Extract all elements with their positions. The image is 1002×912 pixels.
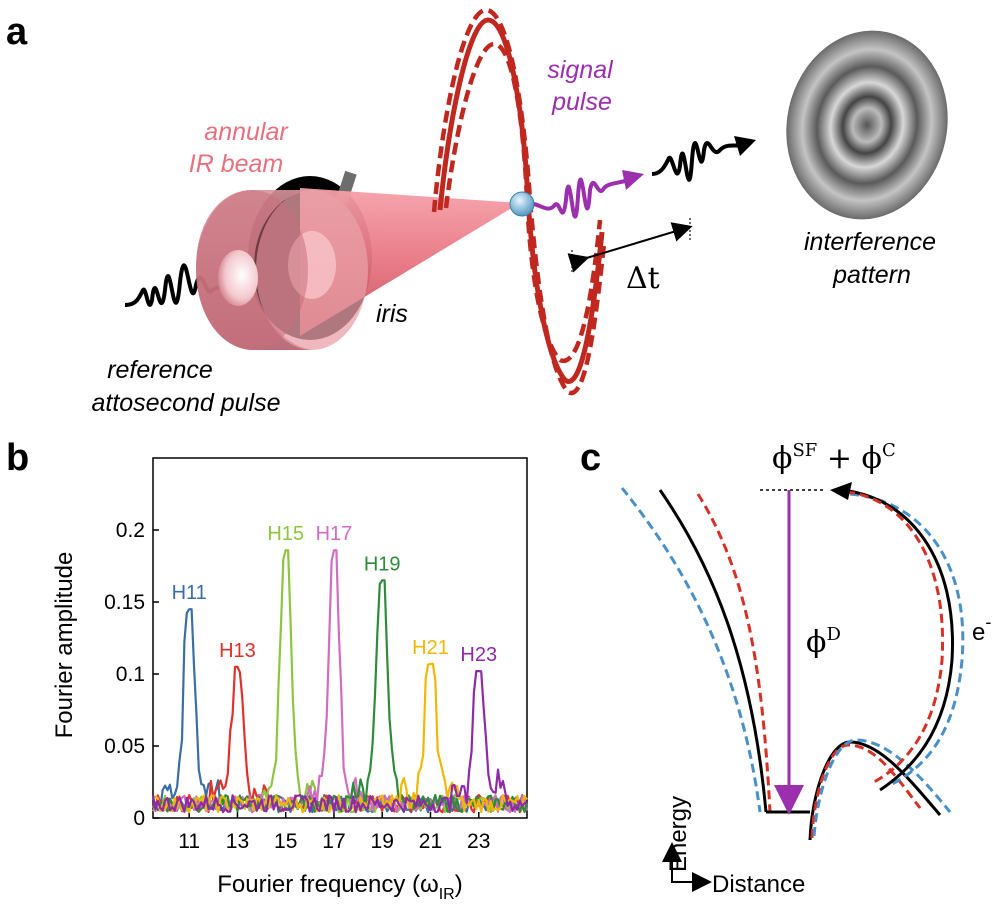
x-axis-label-main: Fourier frequency (ω [217,871,438,898]
series-label-h23: H23 [460,644,497,666]
series-line-h23 [151,669,528,814]
phi-sf-symbol: ϕ [772,441,792,476]
delay-label: Δt [626,261,660,296]
panel-c-letter: c [580,437,601,479]
x-tick-label: 11 [178,830,200,853]
x-axis-label: Fourier frequency (ωIR) [217,871,462,903]
phi-sf-label: ϕSF + ϕC [772,440,896,476]
y-tick-label: 0 [133,807,145,830]
x-tick-label: 15 [274,830,297,853]
phi-c-sup: C [882,440,896,461]
series-label-h15: H15 [267,523,304,545]
electron-symbol: e [972,619,985,646]
annular-label-line1: annular [204,118,289,146]
series-label-h11: H11 [172,582,207,604]
output-arrow-icon [734,136,756,156]
x-axis-label-close: ) [455,871,463,898]
interference-pattern [786,30,948,220]
electron-trajectory-dashed-blue [849,492,965,787]
annular-beam-hole [218,250,258,306]
y-tick-label: 0.2 [116,519,145,542]
signal-label-line2: pulse [551,88,612,116]
y-tick-label: 0.1 [116,663,145,686]
signal-label-line1: signal [547,56,614,84]
potential-dashed-blue [620,487,762,813]
series-label-h13: H13 [219,640,256,662]
plot-frame [152,457,528,819]
output-pulse-waveform [651,140,747,182]
pattern-label-line1: interference [804,228,936,256]
y-axis-label: Fourier amplitude [51,552,78,739]
x-tick-label: 23 [467,830,490,853]
series-label-h19: H19 [364,553,401,575]
annular-label-line2: IR beam [189,150,283,178]
phi-d-symbol: ϕ [806,625,826,660]
series-line-h13 [151,665,528,814]
reference-label-line2: attosecond pulse [91,389,280,417]
potential-solid-left [658,489,768,813]
panel-a: a [6,7,948,417]
x-tick-label: 17 [322,830,345,853]
y-tick-label: 0.05 [104,735,145,758]
iris-label: iris [376,300,408,328]
signal-arrow-icon [622,170,644,190]
signal-pulse-waveform [533,176,635,219]
electron-trajectory-dashed-red [845,490,945,784]
phi-plus: + ϕ [817,441,882,476]
atom-sphere [509,191,535,217]
energy-axis-label: Energy [665,796,692,872]
trajectory-arrow-icon [830,482,852,500]
series-line-h19 [152,579,529,814]
potential-dashed-red [696,493,772,813]
series-line-h17 [152,549,529,814]
x-tick-label: 21 [419,830,442,853]
phi-d-sup: D [826,624,840,645]
panel-c: c [580,437,965,892]
x-tick-label: 13 [226,830,249,853]
barrier-dashed-blue [812,738,952,837]
reference-label-line1: reference [107,356,213,384]
pattern-label-line2: pattern [832,261,911,289]
panel-b-letter: b [6,437,29,479]
distance-axis-label: Distance [712,871,805,898]
series-label-h21: H21 [412,637,449,659]
y-tick-label: 0.15 [104,591,145,614]
phi-sf-sup: SF [792,440,817,461]
electron-sup: - [985,612,991,632]
panel-c-labels: ϕSF + ϕC ϕD e- Energy Distance [665,440,991,898]
x-tick-label: 19 [371,830,394,853]
x-axis-label-sub: IR [439,886,455,903]
electron-trajectory-solid [839,488,954,792]
electron-label: e- [972,612,991,646]
barrier-solid [808,740,942,841]
delay-arrow [567,222,693,273]
series-label-h17: H17 [316,523,353,545]
panel-a-letter: a [6,11,28,53]
annular-beam [196,190,368,350]
phi-d-label: ϕD [806,624,841,660]
